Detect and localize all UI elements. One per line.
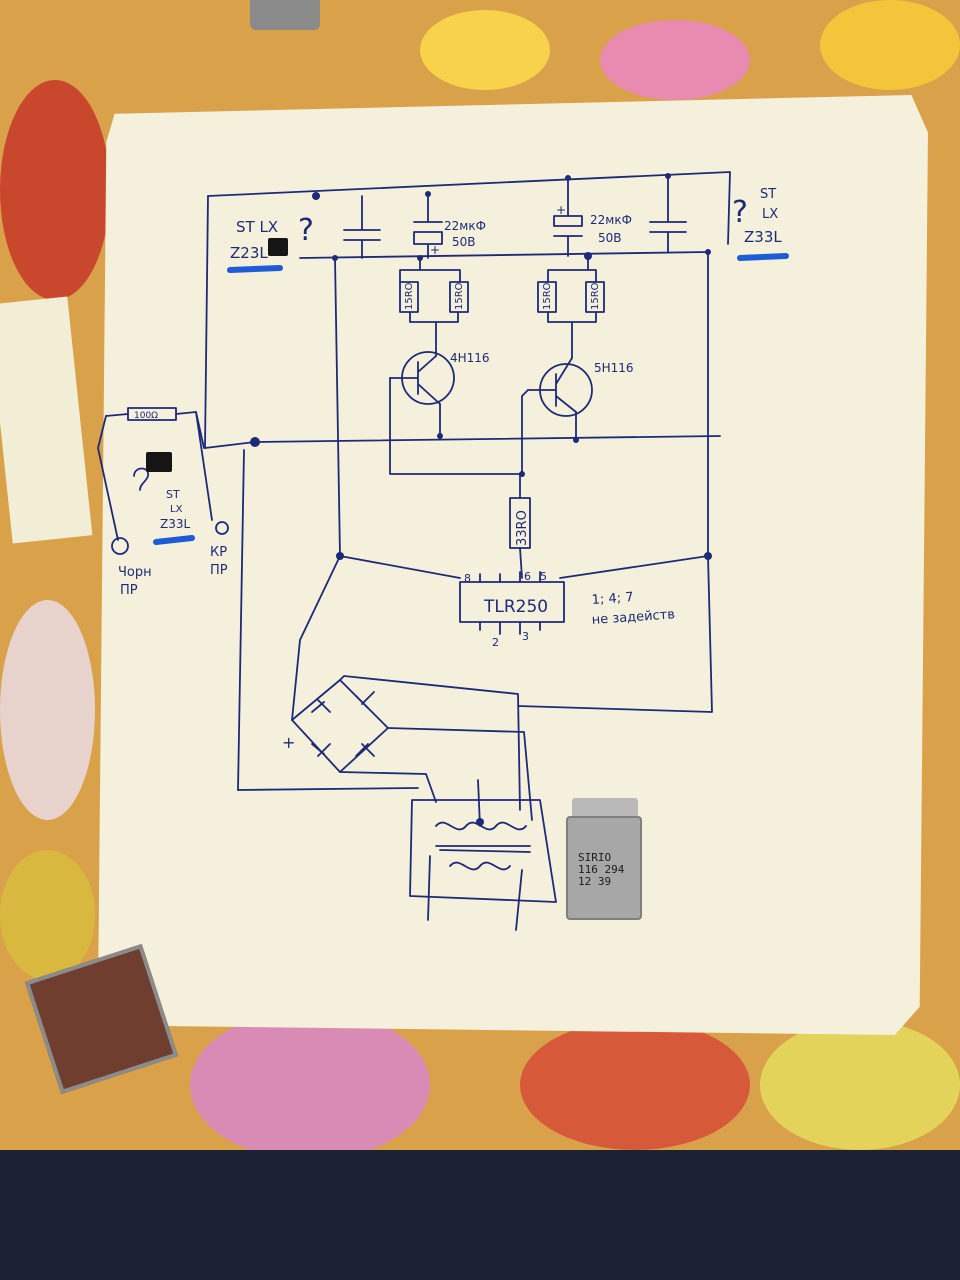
label-top-left-ic-1: ST LX [236,218,278,236]
relay-label-line1: SIRIO [578,851,612,864]
label-wire-black-2: ПР [120,583,138,598]
label-top-right-ic-3: Z33L [744,228,782,246]
label-wire-red-1: КР [210,545,227,560]
label-left-ic-3: Z33L [160,517,190,531]
wire-left-vertical [334,257,341,557]
question-mark-top-right: ? [732,195,748,230]
flower-decoration [600,20,750,100]
label-resistor-100: 100Ω [134,411,158,421]
question-mark-left [133,467,149,491]
capacitor-left-electrolytic [413,193,443,259]
label-plus-cap-left: + [430,243,440,257]
paper-sheet [98,95,928,1035]
label-top-left-ic-2: Z23L [230,244,268,262]
label-top-right-ic-1: ST [760,187,776,202]
resistor-base [509,473,531,579]
flower-decoration [0,850,95,980]
ic-tlr250-body [459,581,565,623]
label-ic-pin5: 5 [540,570,547,583]
label-plus-cap-right: + [556,203,566,217]
terminal-red [215,521,229,535]
capacitor-left-small [343,195,381,259]
flower-decoration [0,80,110,300]
highlight-mark [737,253,789,261]
wire-middle-bus [204,435,721,449]
capacitor-right-electrolytic [553,177,583,257]
wire-black-return [237,449,245,791]
relay-component [566,816,642,920]
label-ic-pin3: 3 [522,630,529,643]
label-cap-left-voltage: 50В [452,235,476,249]
label-ic-pin8: 8 [464,572,471,585]
label-note-2: не задейств [591,607,675,628]
ic-chip-photo [146,452,172,472]
label-ic-name: TLR250 [483,597,548,617]
label-resistor-3: 15RO [542,282,553,310]
label-note-1: 1; 4; 7 [591,590,634,608]
floor-band [0,1150,960,1280]
capacitor-right-small [649,175,687,253]
label-transistor-left: 4Н116 [450,351,490,365]
flower-decoration [760,1020,960,1150]
relay-label-line3: 12 39 [578,875,612,888]
relay-label: SIRIO 116 294 12 39 [578,852,638,888]
label-ic-pin2: 2 [492,636,499,649]
wire-top-rail [207,171,731,245]
component-top [250,0,320,30]
resistors-right [537,255,605,359]
label-wire-black-1: Чорн [118,565,152,580]
label-top-right-ic-2: LX [762,207,778,222]
transformer [409,799,557,903]
flower-decoration [420,10,550,90]
label-transistor-right: 5Н116 [594,361,634,375]
label-cap-right-value: 22мкФ [590,213,632,227]
highlight-mark [227,265,283,273]
ic-chip-photo [268,238,288,256]
label-resistor-base: 33RO [515,510,530,546]
terminal-black [111,537,129,555]
diode-bridge [291,679,389,773]
flower-decoration [520,1020,750,1150]
label-resistor-1: 15RO [404,282,415,310]
flower-decoration [0,600,95,820]
label-cap-left-value: 22мкФ [444,219,486,233]
wire-left-rail [204,195,209,449]
wire-cap-rail [299,251,709,259]
relay-label-line2: 116 294 [578,863,625,876]
highlight-mark [153,535,195,545]
label-ic-pin6: 6 [524,570,531,583]
flower-decoration [190,1010,430,1160]
question-mark-top-left: ? [298,213,314,248]
label-left-ic-1: ST [166,488,180,501]
label-resistor-4: 15RO [590,282,601,310]
label-wire-red-2: ПР [210,563,228,578]
label-bridge-plus: + [282,733,295,752]
label-left-ic-2: LX [170,504,183,515]
flower-decoration [820,0,960,90]
resistors-left [399,257,469,357]
label-cap-right-voltage: 50В [598,231,622,245]
label-resistor-2: 15RO [454,282,465,310]
